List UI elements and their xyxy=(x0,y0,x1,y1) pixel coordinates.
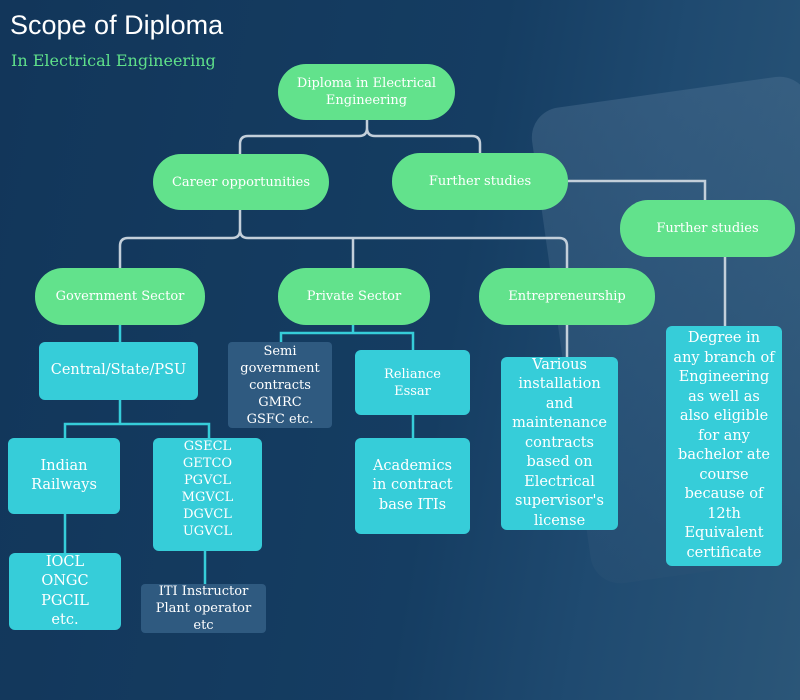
node-further-studies: Further studies xyxy=(392,153,568,210)
node-various-contracts: Various installation and maintenance con… xyxy=(501,357,618,530)
node-career-opportunities: Career opportunities xyxy=(153,154,329,210)
node-central-state-psu: Central/State/PSU xyxy=(39,342,198,400)
connector-private xyxy=(279,325,415,350)
node-iocl-list: IOCL ONGC PGCIL etc. xyxy=(9,553,121,630)
node-iti-instructor: ITI Instructor Plant operator etc xyxy=(141,584,266,633)
connector-further xyxy=(568,179,707,200)
node-private-sector: Private Sector xyxy=(278,268,430,325)
node-degree: Degree in any branch of Engineering as w… xyxy=(666,326,782,566)
connector-career xyxy=(118,210,569,268)
connector-central xyxy=(63,400,211,438)
node-gsecl-list: GSECL GETCO PGVCL MGVCL DGVCL UGVCL xyxy=(153,438,262,551)
connector-root xyxy=(238,120,482,154)
node-semi-government: Semi government contracts GMRC GSFC etc. xyxy=(228,342,332,428)
page-subtitle: In Electrical Engineering xyxy=(11,51,216,70)
node-indian-railways: Indian Railways xyxy=(8,438,120,514)
node-academics: Academics in contract base ITIs xyxy=(355,438,470,534)
node-root: Diploma in Electrical Engineering xyxy=(278,64,455,120)
node-government-sector: Government Sector xyxy=(35,268,205,325)
node-further-studies-2: Further studies xyxy=(620,200,795,257)
node-reliance-essar: Reliance Essar xyxy=(355,350,470,415)
page-title: Scope of Diploma xyxy=(10,10,224,40)
node-entrepreneurship: Entrepreneurship xyxy=(479,268,655,325)
